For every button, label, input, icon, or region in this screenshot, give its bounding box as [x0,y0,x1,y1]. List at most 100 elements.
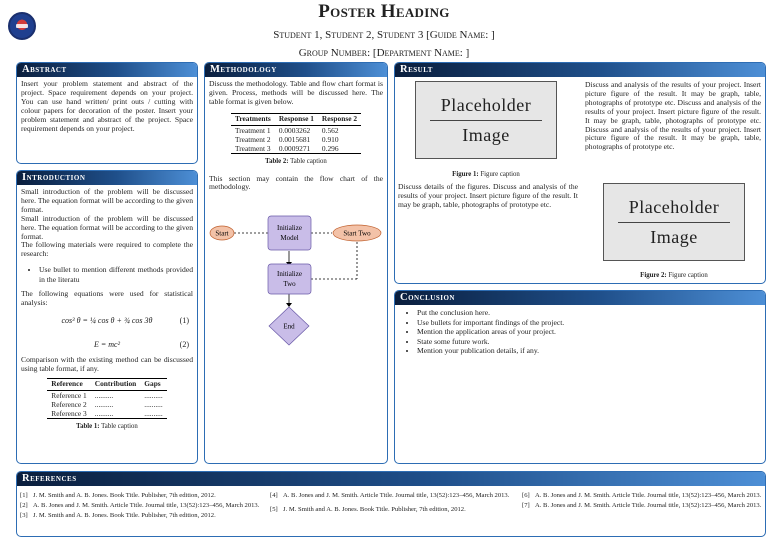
flow-chart: Start Initialize Model Start Two Initial… [209,215,382,346]
abstract-text: Insert your problem statement and abstra… [21,79,193,133]
references-block: References [1]J. M. Smith and A. B. Jone… [16,471,766,537]
flow-start-two-node [332,224,382,242]
result-block: Result Placeholder Image Figure 1: Figur… [394,62,766,284]
arrow-head [286,303,292,307]
table-cell: 0.0009271 [274,143,318,154]
placeholder-line1: Placeholder [628,196,720,217]
table-row: Reference 1 .......... .......... [47,390,166,400]
caption-text: Figure caption [668,272,708,279]
flow-init-model-node [267,215,312,251]
flow-start-two-label: Start Two [343,230,371,238]
reference-item: [1]J. M. Smith and A. B. Jones. Book Tit… [20,492,216,499]
authors-line: Student 1, Student 2, Student 3 [Guide N… [273,29,495,41]
table-cell: Treatment 3 [230,143,275,154]
table-cell: .......... [144,399,163,409]
reference-item: [3]J. M. Smith and A. B. Jones. Book Tit… [20,512,216,519]
abstract-heading: Abstract [17,63,197,77]
flow-init-two-line2: Two [283,280,296,288]
flow-end-label: End [283,323,295,331]
table-cell: .......... [94,390,114,400]
intro-para-4: The following equations were used for st… [21,289,193,308]
equation-2: E = mc² (2) [21,336,193,356]
equation-2-number: (2) [179,340,189,350]
result-text-left: Discuss details of the figures. Discuss … [398,182,578,209]
table-cell: .......... [94,399,114,409]
flow-start-label: Start [215,230,228,238]
figure-1-caption: Figure 1: Figure caption [401,171,571,178]
reference-item: [7]A. B. Jones and J. M. Smith. Article … [522,502,762,509]
table-cell: Reference 2 [51,399,87,409]
table-cell: 0.0003262 [278,125,311,135]
poster-title: Poster Heading [318,1,450,22]
references-col-2: [4]A. B. Jones and J. M. Smith. Article … [270,492,510,516]
intro-para-3: The following materials were required to… [21,240,193,259]
figure-2-caption: Figure 2: Figure caption [589,272,759,279]
reference-item: [4]A. B. Jones and J. M. Smith. Article … [270,492,510,499]
flow-init-model-line2: Model [280,234,298,242]
flow-init-two-line1: Initialize [277,270,302,278]
table-header: Response 1 [274,112,318,126]
table-1-caption: Table 1: Table caption [21,423,193,432]
table-cell: 0.910 [321,134,339,144]
table-header: Treatments [230,112,275,126]
flow-end-node [268,306,310,346]
table-cell: Reference 3 [47,408,91,419]
table-row: Treatment 1 0.0003262 0.562 [231,125,361,135]
table-cell: Treatment 2 [234,134,271,144]
methodology-after-text: This section may contain the flow chart … [209,173,383,192]
conclusion-bullet: Mention the application areas of your pr… [417,327,761,337]
result-heading: Result [395,63,765,77]
treatment-table: Treatments Response 1 Response 2 Treatme… [230,112,362,154]
conclusion-bullet: Put the conclusion here. [417,308,761,318]
equation-1-number: (1) [179,316,189,326]
placeholder-line2: Image [650,226,698,247]
caption-text: Figure caption [480,171,520,178]
university-logo [8,12,36,40]
table-row: Treatment 3 0.0009271 0.296 [230,143,362,154]
table-cell: Reference 1 [51,390,87,400]
conclusion-bullet: State some future work. [417,337,761,347]
table-header: Gaps [140,377,167,391]
poster-header: Poster Heading Student 1, Student 2, Stu… [0,0,768,59]
abstract-block: Abstract Insert your problem statement a… [16,62,198,164]
placeholder-image-1: Placeholder Image [415,81,557,159]
references-col-1: [1]J. M. Smith and A. B. Jones. Book Tit… [20,492,260,522]
table-row: Reference 2 .......... .......... [47,400,166,409]
methodology-heading: Methodology [205,63,387,77]
references-heading: References [17,472,765,486]
placeholder-line2: Image [462,124,510,145]
table-header: Reference [47,377,91,391]
intro-bullet: Use bullet to mention different methods … [39,265,193,284]
reference-item: [6]A. B. Jones and J. M. Smith. Article … [522,492,762,499]
intro-para-5: Comparison with the existing method can … [21,355,193,373]
intro-para-1: Small introduction of the problem will b… [21,187,193,214]
introduction-heading: Introduction [17,171,197,185]
table-cell: 0.562 [321,125,339,135]
methodology-text: Discuss the methodology. Table and flow … [209,79,383,106]
conclusion-bullet: Mention your publication details, if any… [417,346,761,356]
table-cell: 0.0015681 [278,134,311,144]
equation-1: cos³ θ = ¼ cos θ + ¾ cos 3θ (1) [21,312,193,332]
conclusion-block: Conclusion Put the conclusion here. Use … [394,290,766,464]
table-2-caption: Table 2: Table caption [209,158,383,167]
flow-init-two-node [267,263,312,295]
comparison-table: Reference Contribution Gaps Reference 1 … [47,377,167,419]
placeholder-image-2: Placeholder Image [603,183,745,261]
table-header: Response 2 [317,112,362,126]
table-cell: .......... [140,408,167,419]
introduction-block: Introduction Small introduction of the p… [16,170,198,464]
caption-label: Figure 2: [640,272,667,279]
table-cell: 0.296 [317,143,362,154]
caption-label: Figure 1: [452,171,479,178]
table-cell: Treatment 1 [234,125,271,135]
caption-text: Table caption [290,157,327,165]
equation-1-math: cos³ θ = ¼ cos θ + ¾ cos 3θ [61,316,153,326]
table-cell: .......... [144,390,163,400]
result-text-right: Discuss and analysis of the results of y… [585,80,761,152]
caption-label: Table 2: [265,157,289,165]
table-row: Treatment 2 0.0015681 0.910 [231,135,361,144]
methodology-block: Methodology Discuss the methodology. Tab… [204,62,388,464]
flow-start-node [209,225,235,241]
conclusion-bullet: Use bullets for important findings of th… [417,318,761,328]
caption-label: Table 1: [76,422,100,430]
